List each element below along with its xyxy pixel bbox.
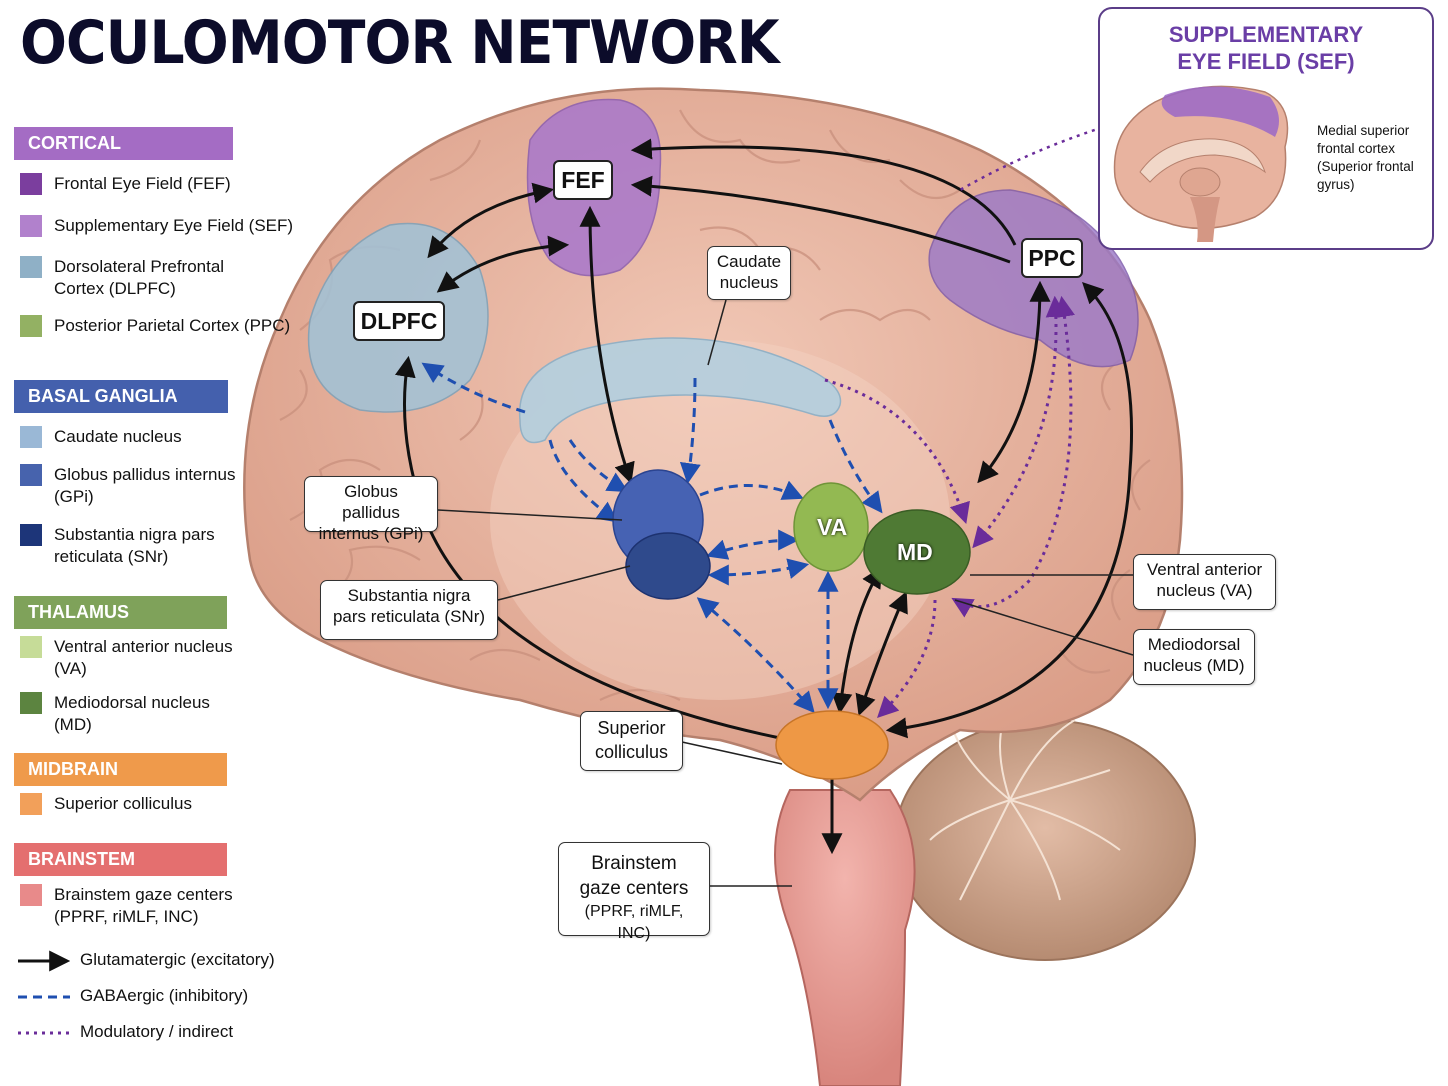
edge-caudate-gpi-1	[548, 439, 619, 523]
connections	[394, 123, 1134, 855]
legend-line-dashed: GABAergic (inhibitory)	[80, 986, 249, 1005]
cerebellum	[894, 719, 1196, 961]
md-callout: Mediodorsal nucleus (MD)	[1133, 629, 1255, 685]
superior-colliculus	[775, 710, 889, 780]
legend-header-thalamus: THALAMUS	[14, 596, 227, 629]
snr-nucleus	[625, 532, 711, 600]
edge-ppc-fef-top	[630, 138, 1017, 246]
edge-snr-va-1	[706, 529, 800, 560]
fef-label: FEF	[553, 160, 613, 200]
legend-item-label: Supplementary Eye Field (SEF)	[54, 216, 294, 235]
leader-lines	[437, 127, 1317, 887]
edge-fef-dlpfc-2	[436, 235, 570, 293]
edge-ppc-fef	[630, 175, 1011, 264]
legend-header-brainstem: BRAINSTEM	[14, 843, 227, 876]
edge-fef-gpi	[579, 205, 635, 484]
brainstem-callout-sub: (PPRF, riMLF, INC)	[584, 903, 684, 942]
legend-swatch	[20, 636, 42, 658]
legend-item-label: Superior colliculus	[54, 794, 192, 813]
sef-inset: SUPPLEMENTARY EYE FIELD (SEF) Medial sup…	[1098, 7, 1434, 250]
legend-header-midbrain: MIDBRAIN	[14, 753, 227, 786]
legend-swatch	[20, 793, 42, 815]
legend-swatch	[20, 215, 42, 237]
inset-caption: Medial superior frontal cortex (Superior…	[1317, 123, 1414, 192]
legend-swatch	[20, 524, 42, 546]
snr-callout: Substantia nigra pars reticulata (SNr)	[320, 580, 498, 640]
legend-item-label: Mediodorsal nucleus (MD)	[54, 693, 210, 734]
gpi-callout: Globus pallidus internus (GPi)	[304, 476, 438, 543]
inset-title: SUPPLEMENTARY EYE FIELD (SEF)	[1168, 22, 1364, 74]
edge-caudate-gpi-3	[679, 377, 701, 485]
page-title: OCULOMOTOR NETWORK	[20, 8, 780, 78]
legend-swatch	[20, 464, 42, 486]
va-nucleus	[793, 482, 869, 572]
cerebellum-folia	[929, 704, 1121, 901]
brainstem-callout: Brainstem gaze centers (PPRF, riMLF, INC…	[558, 842, 710, 942]
legend-swatch	[20, 692, 42, 714]
edge-caudate-md	[828, 419, 883, 514]
inset-brain-illustration	[1113, 85, 1289, 242]
legend-swatch	[20, 315, 42, 337]
brainstem	[774, 789, 916, 1086]
caudate-callout: Caudate nucleus	[707, 246, 791, 300]
legend-item-label: Dorsolateral Prefrontal Cortex (DLPFC)	[54, 257, 225, 298]
brainstem-callout-title: Brainstem gaze centers	[579, 853, 689, 899]
edge-sc-dlpfc	[394, 355, 781, 740]
edge-ppc-md-mod-2	[951, 295, 1075, 618]
inset-sef-region	[1161, 86, 1279, 137]
legend-swatch	[20, 173, 42, 195]
legend-line-dotted: Modulatory / indirect	[80, 1022, 234, 1041]
legend-swatch	[20, 884, 42, 906]
legend-item-label: Globus pallidus internus (GPi)	[54, 465, 236, 506]
dlpfc-label: DLPFC	[353, 301, 445, 341]
edge-gpi-va	[699, 480, 804, 500]
va-label: VA	[817, 514, 848, 540]
sc-callout: Superior colliculus	[580, 711, 683, 771]
edge-snr-sc	[696, 597, 815, 714]
va-callout: Ventral anterior nucleus (VA)	[1133, 554, 1276, 610]
legend-item-label: Brainstem gaze centers (PPRF, riMLF, INC…	[54, 885, 233, 926]
legend-header-cortical: CORTICAL	[14, 127, 233, 160]
legend-header-basal-ganglia: BASAL GANGLIA	[14, 380, 228, 413]
edge-sc-md-1	[831, 566, 883, 715]
legend-item-label: Substantia nigra pars reticulata (SNr)	[54, 525, 215, 566]
inset-thalamus	[1179, 167, 1221, 197]
md-nucleus	[863, 509, 971, 595]
legend-item-label: Caudate nucleus	[54, 427, 182, 446]
edge-inset-ppc-mod	[959, 123, 1111, 192]
legend-swatch	[20, 426, 42, 448]
edge-snr-va-2	[707, 558, 810, 586]
legend-item-label: Ventral anterior nucleus (VA)	[54, 637, 233, 678]
edge-caudate-gpi-2	[568, 439, 629, 493]
legend-line-solid: Glutamatergic (excitatory)	[80, 950, 275, 969]
inset-brainstem	[1190, 197, 1220, 242]
edge-md-sc-mod	[877, 599, 937, 718]
legend-item-label: Frontal Eye Field (FEF)	[54, 174, 231, 193]
legend-item-label: Posterior Parietal Cortex (PPC)	[54, 316, 291, 335]
edge-sc-md-2	[855, 591, 908, 716]
legend-line-samples	[18, 950, 71, 1035]
md-label: MD	[897, 539, 933, 565]
legend-swatch	[20, 256, 42, 278]
edge-caudate-md-mod	[824, 378, 970, 525]
ppc-label: PPC	[1021, 238, 1083, 278]
inset-corpus-callosum	[1139, 138, 1266, 183]
edge-sc-ppc	[885, 282, 1134, 739]
